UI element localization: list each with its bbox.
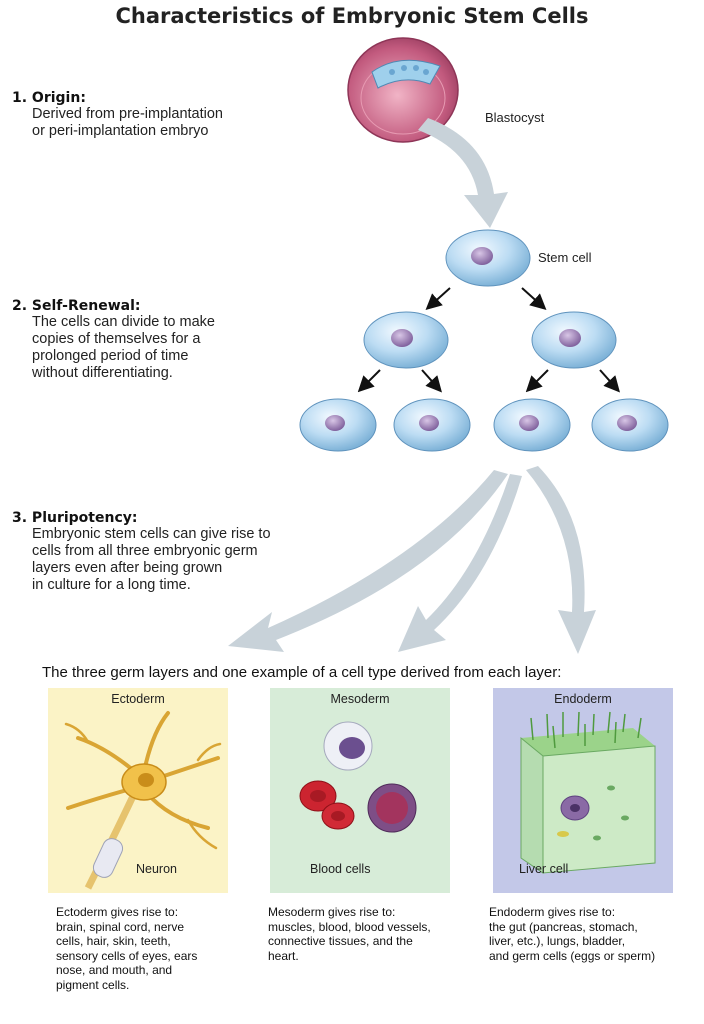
description-line: pigment cells. [56, 977, 130, 992]
section-line: copies of themselves for a [32, 331, 201, 347]
stem-cell-label: Stem cell [538, 250, 592, 265]
description-line: liver, etc.), lungs, bladder, [489, 934, 626, 948]
germ-layers-title: The three germ layers and one example of… [42, 664, 562, 681]
section-origin: 1. Origin: Derived from pre-implantation… [12, 90, 342, 140]
section-line: cells from all three embryonic germ [32, 543, 258, 559]
section-heading: 1. Origin: [12, 90, 86, 106]
section-line: The cells can divide to make [32, 314, 215, 330]
panel-title: Mesoderm [330, 692, 390, 706]
arrow-to-endoderm-icon [526, 466, 596, 654]
ectoderm-description: Ectoderm gives rise to: brain, spinal co… [56, 905, 197, 992]
section-line: Embryonic stem cells can give rise to [32, 526, 271, 542]
section-line: without differentiating. [32, 365, 173, 381]
blood-cells-label: Blood cells [310, 862, 371, 876]
granddaughter-cell-icon [493, 398, 571, 452]
division-arrow-icon [421, 369, 442, 393]
description-line: connective tissues, and the [268, 934, 413, 948]
stem-cell-diagram [228, 37, 669, 654]
panel-endoderm: Endoderm Liver cell [493, 688, 673, 893]
panel-ectoderm: Ectoderm Neuron [48, 688, 228, 893]
section-line: in culture for a long time. [32, 577, 191, 593]
section-self-renewal: 2. Self-Renewal: The cells can divide to… [12, 298, 342, 382]
description-line: cells, hair, skin, teeth, [56, 934, 171, 948]
division-arrow-icon [525, 369, 549, 393]
description-line: nose, and mouth, and [56, 963, 173, 977]
granddaughter-cell-icon [393, 398, 471, 452]
blastocyst-label: Blastocyst [485, 110, 545, 125]
daughter-cell-icon [363, 311, 449, 369]
daughter-cell-icon [531, 311, 617, 369]
division-arrow-icon [599, 369, 620, 393]
section-heading: 3. Pluripotency: [12, 510, 138, 526]
liver-cell-label: Liver cell [519, 862, 569, 876]
section-heading: 2. Self-Renewal: [12, 298, 141, 314]
granddaughter-cell-icon [299, 398, 377, 452]
section-line: prolonged period of time [32, 348, 189, 364]
description-line: sensory cells of eyes, ears [56, 948, 198, 963]
section-line: layers even after being grown [32, 560, 223, 576]
division-arrow-icon [357, 369, 381, 393]
page-title: Characteristics of Embryonic Stem Cells [115, 4, 589, 28]
arrow-to-mesoderm-icon [398, 474, 522, 652]
neuron-label: Neuron [136, 862, 177, 876]
endoderm-description: Endoderm gives rise to: the gut (pancrea… [489, 905, 655, 963]
section-pluripotency: 3. Pluripotency: Embryonic stem cells ca… [12, 510, 342, 594]
liver-cell-icon [520, 711, 656, 874]
description-line: and germ cells (eggs or sperm) [489, 948, 656, 963]
description-line: the gut (pancreas, stomach, [489, 919, 638, 934]
description-line: Ectoderm gives rise to: [56, 905, 179, 919]
description-line: heart. [268, 948, 299, 963]
description-line: Mesoderm gives rise to: [268, 905, 396, 919]
mesoderm-description: Mesoderm gives rise to: muscles, blood, … [268, 905, 431, 963]
neuron-icon [64, 711, 222, 890]
stem-cell-icon [445, 229, 531, 287]
division-arrow-icon [425, 287, 451, 311]
arrow-to-ectoderm-icon [228, 470, 508, 652]
granddaughter-cell-icon [591, 398, 669, 452]
panel-title: Ectoderm [111, 692, 165, 706]
description-line: muscles, blood, blood vessels, [268, 919, 431, 934]
section-line: Derived from pre-implantation [32, 106, 223, 122]
panel-mesoderm: Mesoderm Blood cells [270, 688, 450, 893]
division-arrow-icon [521, 287, 547, 311]
description-line: Endoderm gives rise to: [489, 905, 616, 919]
blood-cells-icon [299, 721, 417, 833]
section-line: or peri-implantation embryo [32, 123, 209, 139]
blastocyst-icon [347, 37, 459, 143]
description-line: brain, spinal cord, nerve [56, 919, 185, 934]
arrow-blastocyst-to-stem-icon [418, 118, 508, 228]
panel-title: Endoderm [554, 692, 612, 706]
